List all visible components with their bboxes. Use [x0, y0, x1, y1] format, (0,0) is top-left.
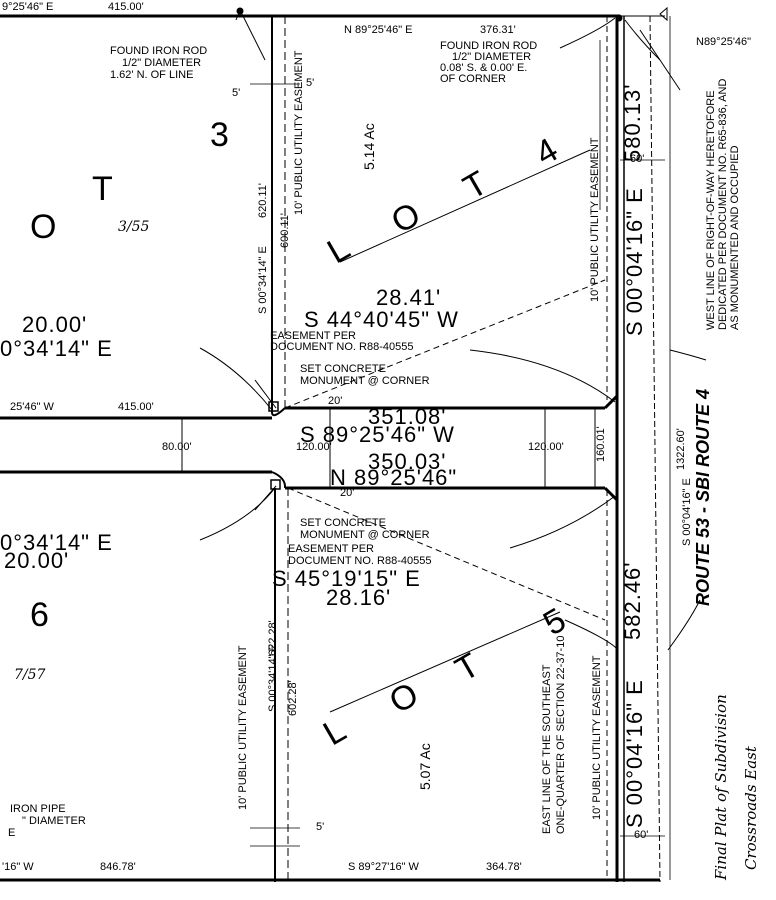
handnote-line1: Final Plat of Subdivision [712, 694, 730, 880]
lot5-easement-west: 10' PUBLIC UTILITY EASEMENT [237, 645, 249, 810]
lot3-bearing: 0°34'14" E [0, 336, 113, 361]
easement1-line1: EASEMENT PER [270, 330, 356, 342]
dim-five-bottom: 5' [316, 821, 325, 833]
rod1-line1: FOUND IRON ROD [110, 45, 208, 57]
row-line3: AS MONUMENTED AND OCCUPIED [729, 145, 741, 330]
route-name: ROUTE 53 - SBI ROUTE 4 [693, 388, 713, 606]
lot5-east-distance: 582.46' [620, 561, 645, 641]
monument2-line1: SET CONCRETE [300, 517, 386, 529]
south-left-bearing: '16" W [2, 861, 34, 873]
dim-120-left: 120.00' [296, 441, 332, 453]
lot4-chord: 28.41' [376, 285, 442, 310]
north-left-distance: 415.00' [108, 1, 144, 13]
dim-120-right: 120.00' [528, 441, 564, 453]
north-left-bearing: 9°25'46" E [2, 1, 54, 13]
lot3-note: 3/55 [118, 219, 150, 235]
row-line2: DEDICATED PER DOCUMENT NO. R65-836, AND [717, 78, 729, 330]
rod2-line3: 0.08' S. & 0.00' E. [440, 62, 528, 74]
dim-sixty-top: 60' [630, 153, 645, 165]
easement1-line2: DOCUMENT NO. R88-40555 [270, 341, 414, 353]
dim-160: 160.01' [595, 426, 607, 462]
south-left-distance: 846.78' [100, 861, 136, 873]
lot4-easement: 10' PUBLIC UTILITY EASEMENT [589, 137, 601, 302]
road-north-bearing: 25'46" W [10, 401, 54, 413]
road-south-right-distance: 350.03' [368, 449, 447, 474]
lot6-note: 7/57 [14, 667, 46, 683]
dim-five-top-left: 5' [232, 87, 241, 99]
row-line1: WEST LINE OF RIGHT-OF-WAY HERETOFORE [705, 90, 717, 330]
road-north-right-bearing: S 89°25'46" W [300, 422, 455, 447]
lot4-east-bearing: S 00°04'16" E [622, 187, 647, 336]
easement2-line1: EASEMENT PER [288, 543, 374, 555]
monument1-line1: SET CONCRETE [300, 363, 386, 375]
route-total-distance: 1322.60' [675, 428, 687, 470]
lot3-dist-620: 620.11' [257, 183, 269, 218]
handnote-line2: Crossroads East [742, 746, 760, 870]
road-north-distance: 415.00' [118, 401, 154, 413]
monument1-line2: MONUMENT @ CORNER [300, 375, 430, 387]
lot4-chord-bearing: S 44°40'45" W [304, 307, 459, 332]
lot3-char-t: T [92, 170, 127, 208]
road-width: 80.00' [162, 441, 192, 453]
north-right-bearing: N 89°25'46" E [344, 24, 413, 36]
dim-five-top: 5' [306, 77, 315, 89]
south-right-bearing: S 89°27'16" W [348, 861, 419, 873]
south-right-distance: 364.78' [486, 861, 522, 873]
lot3-char-o: O [30, 208, 71, 246]
lot3-west-bearing: S 00°34'14" E [257, 246, 269, 314]
corner-bearing: N89°25'46" [696, 36, 752, 48]
lot5-chord: 28.16' [326, 585, 392, 610]
rod2-line1: FOUND IRON ROD [440, 40, 538, 52]
lot5-area: 5.07 Ac [417, 743, 433, 790]
monument2-line2: MONUMENT @ CORNER [300, 529, 430, 541]
lot3-dist-20: 20.00' [22, 312, 88, 337]
lot4-east-distance: 580.13' [620, 83, 645, 163]
pipe-line3: E [8, 827, 16, 839]
pipe-line1: IRON PIPE [10, 803, 66, 815]
north-right-distance: 376.31' [480, 24, 516, 36]
lot3-dist-600: 600.11' [279, 213, 291, 248]
road-south-right-bearing: N 89°25'46" [330, 465, 458, 490]
lot3-char-3: 3 [210, 116, 243, 154]
rod1-line2: 1/2" DIAMETER [122, 57, 202, 69]
lot5-dist-602: 602.28' [287, 680, 299, 716]
lot5-chord-bearing: S 45°19'15" E [272, 566, 421, 591]
easement2-line2: DOCUMENT NO. R88-40555 [288, 555, 432, 567]
rod1-line3: 1.62' N. OF LINE [110, 69, 194, 81]
lot6-bearing: 0°34'14" E [0, 530, 113, 555]
lot3-easement: 10' PUBLIC UTILITY EASEMENT [293, 50, 305, 215]
dim-twenty-b: 20' [340, 487, 355, 499]
rod2-line2: 1/2" DIAMETER [452, 51, 532, 63]
route-bearing: S 00°04'16" E [681, 478, 693, 546]
section-line2: ONE-QUARTER OF SECTION 22-37-10 [555, 635, 567, 834]
lot5-east-bearing: S 00°04'16" E [622, 679, 647, 828]
lot5-dist-622: 622.28' [267, 620, 279, 656]
lot4-area: 5.14 Ac [361, 123, 377, 170]
dim-sixty-bottom: 60' [634, 829, 649, 841]
section-line1: EAST LINE OF THE SOUTHEAST [541, 664, 553, 834]
pipe-line2: " DIAMETER [22, 815, 86, 827]
lot6-number: 6 [30, 596, 63, 634]
lot6-dist: 20.00' [4, 548, 70, 573]
lot5-easement-east: 10' PUBLIC UTILITY EASEMENT [591, 655, 603, 820]
dim-twenty-a: 20' [328, 395, 343, 407]
road-north-right-distance: 351.08' [368, 404, 447, 429]
rod2-line4: OF CORNER [440, 73, 506, 85]
